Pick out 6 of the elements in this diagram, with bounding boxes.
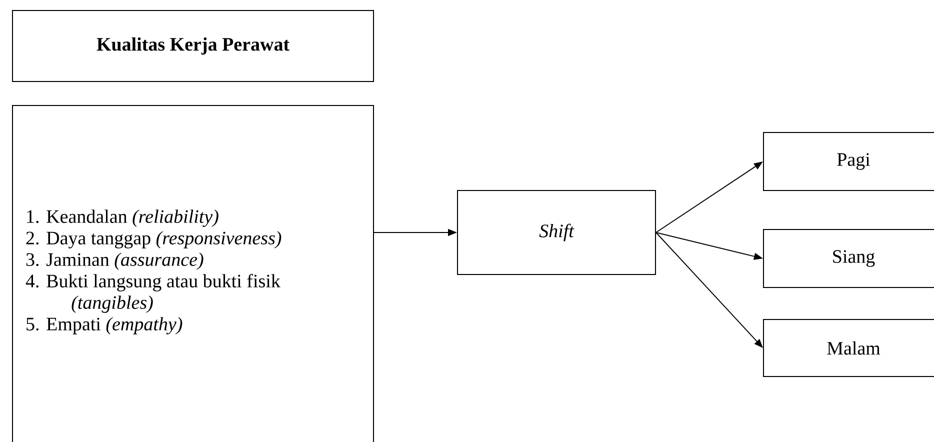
- process-box: Malam: [763, 319, 934, 377]
- list-box: 1. Keandalan (reliability) 2. Daya tanggap (responsiveness) 3. Jaminan (assurance) 4. Bukti langsung atau bukti fisik (tangibles) 5. Empati (empathy): [12, 105, 374, 442]
- process-box: Siang: [763, 229, 934, 288]
- process-box: Shift: [457, 190, 656, 275]
- heading-box: Kualitas Kerja Perawat: [12, 10, 374, 82]
- process-box: Pagi: [763, 132, 934, 191]
